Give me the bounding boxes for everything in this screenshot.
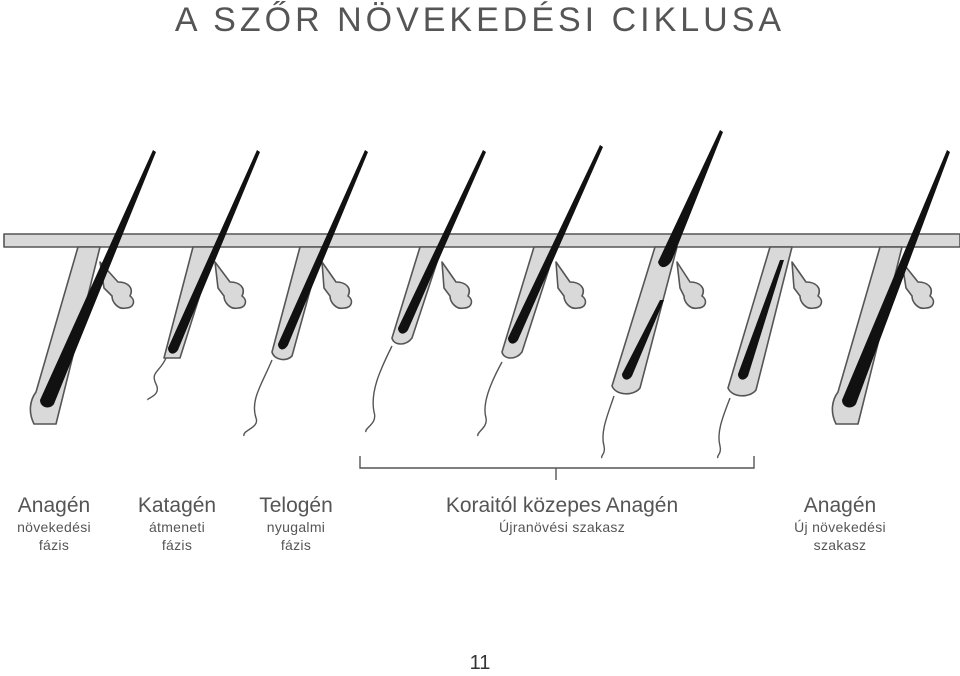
phase-label-catagen: Katagén átmeneti fázis <box>137 494 217 553</box>
hair-shaft-5 <box>508 145 603 344</box>
root-tail-2 <box>147 357 167 401</box>
phase-label-telogen: Telogén nyugalmi fázis <box>259 494 333 553</box>
skin-layer <box>3 233 960 248</box>
root-tail-4 <box>365 345 393 433</box>
follicle-new-anagen <box>831 246 935 425</box>
hair-shaft-8 <box>842 150 950 408</box>
page-title: A SZŐR NÖVEKEDÉSI CIKLUSA <box>174 1 786 39</box>
follicle-mid-anagen-1 <box>611 246 707 395</box>
hair-shaft-1 <box>40 150 156 408</box>
hair-shaft-7 <box>738 260 784 380</box>
phase-label-anagen: Anagén növekedési fázis <box>17 494 91 553</box>
hair-shaft-3 <box>278 150 368 350</box>
hair-shaft-4 <box>398 150 486 334</box>
root-tail-5 <box>477 361 503 437</box>
root-tail-7 <box>716 397 731 459</box>
root-tail-6 <box>600 395 615 459</box>
page-number: 11 <box>469 652 491 674</box>
root-tail-3 <box>243 359 273 437</box>
regrowth-bracket <box>359 456 755 480</box>
phase-label-early-anagen: Koraitól közepes Anagén Újranövési szaka… <box>445 494 679 535</box>
phase-label-new-anagen: Anagén Új növekedési szakasz <box>794 494 886 553</box>
follicle-anagen <box>29 246 135 425</box>
hair-shaft-2 <box>168 150 260 354</box>
hair-shaft-6 <box>658 130 723 268</box>
hair-shaft-6b <box>622 300 664 380</box>
